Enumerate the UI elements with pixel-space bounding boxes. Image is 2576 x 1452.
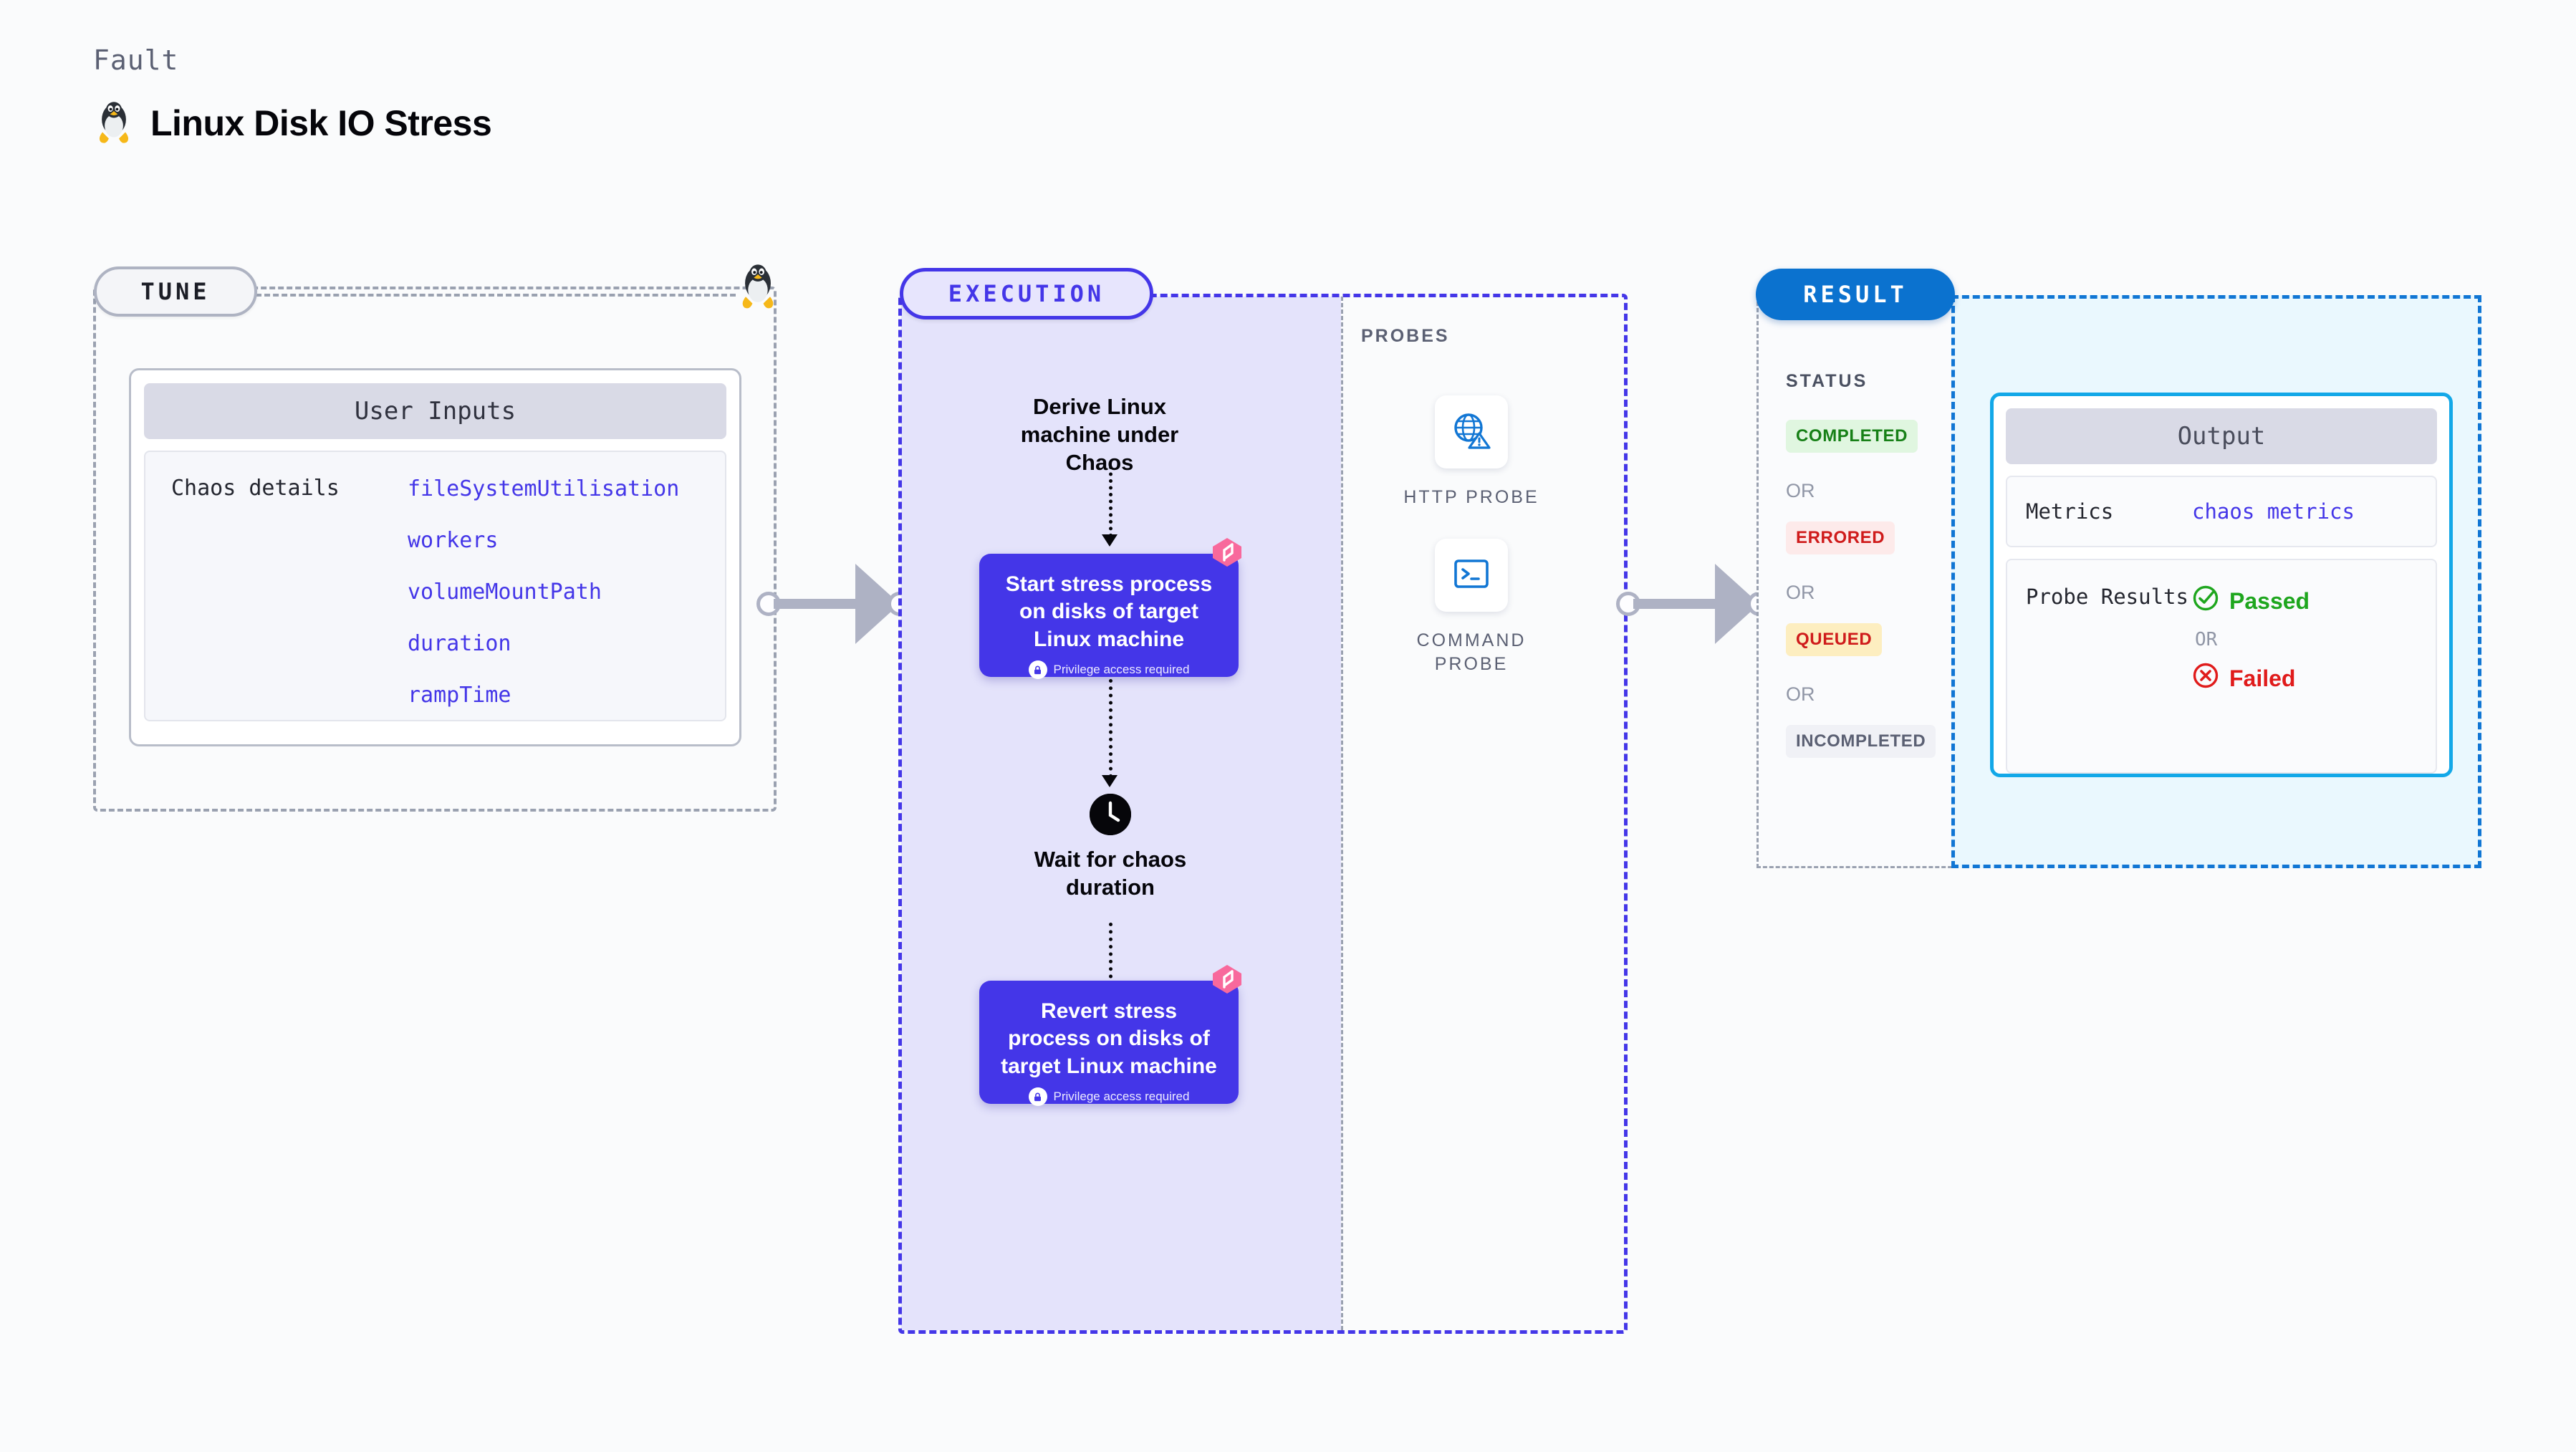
probe-results-values: Passed OR Failed bbox=[2192, 585, 2310, 772]
privilege-text: Privilege access required bbox=[1053, 1090, 1190, 1104]
status-label: STATUS bbox=[1786, 371, 1868, 391]
revert-stress-title: Revert stress process on disks of target… bbox=[1001, 999, 1217, 1078]
probe-results-row: Probe Results Passed OR bbox=[2006, 559, 2437, 774]
chaos-details-values: fileSystemUtilisation workers volumeMoun… bbox=[408, 476, 679, 720]
title-row: Linux Disk IO Stress bbox=[93, 100, 492, 146]
flow-dotted-line bbox=[1109, 679, 1112, 778]
tune-connector-dashed-line bbox=[256, 294, 736, 297]
harness-chaos-badge-icon bbox=[1211, 963, 1244, 999]
wait-step-label: Wait for chaos duration bbox=[1034, 847, 1187, 900]
start-stress-action-box[interactable]: Start stress process on disks of target … bbox=[979, 554, 1239, 680]
chaos-details-key: Chaos details bbox=[171, 476, 340, 501]
status-or-3: OR bbox=[1786, 683, 1815, 705]
status-badge-completed: COMPLETED bbox=[1786, 420, 1918, 453]
status-badge-queued: QUEUED bbox=[1786, 623, 1883, 656]
probe-result-failed: Failed bbox=[2192, 662, 2310, 695]
failed-label: Failed bbox=[2229, 665, 2296, 691]
x-circle-icon bbox=[2192, 662, 2219, 695]
command-probe-tile[interactable] bbox=[1435, 539, 1508, 612]
user-inputs-card: User Inputs Chaos details fileSystemUtil… bbox=[129, 368, 741, 746]
probe-results-key: Probe Results bbox=[2026, 585, 2188, 609]
terminal-prompt-icon bbox=[1451, 554, 1491, 597]
command-probe-caption: COMMAND PROBE bbox=[1416, 630, 1527, 674]
http-probe-tile[interactable] bbox=[1435, 395, 1508, 468]
page-title: Linux Disk IO Stress bbox=[150, 103, 492, 143]
result-label-pill[interactable]: RESULT bbox=[1756, 269, 1955, 320]
flow-dotted-line bbox=[1109, 466, 1112, 537]
globe-warning-icon bbox=[1451, 410, 1492, 455]
input-param[interactable]: workers bbox=[408, 528, 499, 553]
linux-penguin-icon bbox=[93, 100, 135, 146]
probes-label: PROBES bbox=[1361, 326, 1450, 346]
input-param[interactable]: fileSystemUtilisation bbox=[408, 476, 680, 501]
lock-icon bbox=[1028, 1087, 1047, 1107]
input-param[interactable]: rampTime bbox=[408, 683, 511, 708]
status-badge-incompleted: INCOMPLETED bbox=[1786, 725, 1936, 758]
privilege-note: Privilege access required bbox=[979, 660, 1239, 680]
flow-arrowhead bbox=[1102, 775, 1118, 787]
tune-section bbox=[93, 287, 777, 812]
tune-label-pill[interactable]: TUNE bbox=[94, 266, 257, 317]
connector-line bbox=[1633, 599, 1726, 609]
status-or-2: OR bbox=[1786, 582, 1815, 603]
output-header: Output bbox=[2006, 408, 2437, 464]
lock-icon bbox=[1028, 660, 1047, 680]
output-card: Output Metrics chaos metrics Probe Resul… bbox=[1990, 393, 2453, 777]
metrics-value[interactable]: chaos metrics bbox=[2192, 499, 2355, 524]
linux-penguin-icon bbox=[736, 263, 780, 315]
status-section bbox=[1756, 295, 1959, 868]
passed-label: Passed bbox=[2229, 587, 2310, 614]
revert-stress-action-box[interactable]: Revert stress process on disks of target… bbox=[979, 981, 1239, 1107]
metrics-key: Metrics bbox=[2026, 499, 2114, 524]
probe-or-label: OR bbox=[2195, 629, 2218, 650]
derive-step-label: Derive Linux machine under Chaos bbox=[1020, 394, 1179, 476]
clock-icon bbox=[1090, 794, 1131, 835]
privilege-text: Privilege access required bbox=[1053, 663, 1190, 677]
privilege-note: Privilege access required bbox=[979, 1087, 1239, 1107]
check-circle-icon bbox=[2192, 585, 2219, 617]
execution-label-pill[interactable]: EXECUTION bbox=[900, 268, 1153, 319]
flow-dotted-line bbox=[1109, 923, 1112, 986]
input-param[interactable]: duration bbox=[408, 631, 511, 656]
status-or-1: OR bbox=[1786, 480, 1815, 501]
probe-result-passed: Passed bbox=[2192, 585, 2310, 617]
page-header: Fault Linux Disk IO Stress bbox=[93, 44, 492, 146]
connector-line bbox=[774, 599, 867, 609]
fault-kicker: Fault bbox=[93, 44, 179, 76]
user-inputs-header: User Inputs bbox=[144, 383, 726, 439]
start-stress-title: Start stress process on disks of target … bbox=[1005, 572, 1213, 651]
harness-chaos-badge-icon bbox=[1211, 536, 1244, 572]
user-inputs-body: Chaos details fileSystemUtilisation work… bbox=[144, 451, 726, 721]
metrics-row: Metrics chaos metrics bbox=[2006, 476, 2437, 547]
execution-probes-divider bbox=[1341, 297, 1343, 1330]
execution-section bbox=[898, 294, 1628, 1334]
flow-arrowhead bbox=[1102, 534, 1118, 547]
http-probe-caption: HTTP PROBE bbox=[1403, 487, 1539, 507]
input-param[interactable]: volumeMountPath bbox=[408, 580, 602, 605]
status-badge-errored: ERRORED bbox=[1786, 521, 1895, 554]
